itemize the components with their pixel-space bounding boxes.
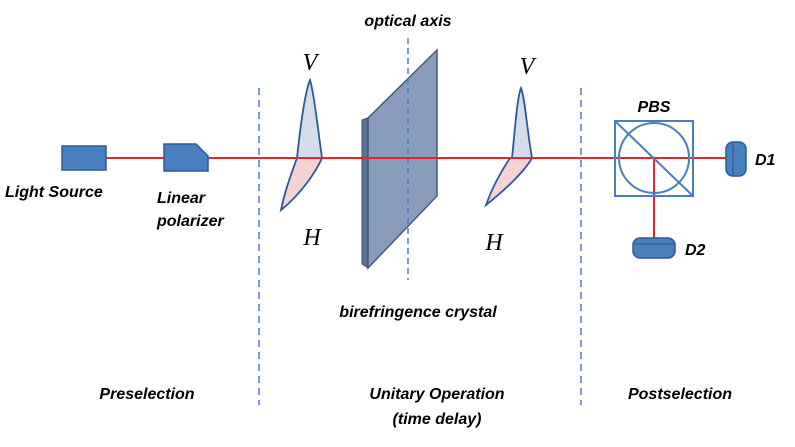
section-postselection: Postselection <box>628 386 732 403</box>
label-pbs: PBS <box>638 99 671 116</box>
pbs-cube <box>614 120 694 197</box>
linear-polarizer <box>163 143 209 172</box>
label-light-source: Light Source <box>5 184 103 201</box>
v-pulse-right <box>510 85 534 159</box>
detector-d2 <box>632 237 676 259</box>
label-v-left: V <box>303 50 320 76</box>
label-d1: D1 <box>755 152 776 169</box>
light-source <box>61 145 107 171</box>
h-pulse-left <box>279 157 324 213</box>
label-d2: D2 <box>685 242 706 259</box>
label-h-left: H <box>302 225 322 251</box>
label-polarizer: polarizer <box>156 213 224 230</box>
label-crystal: birefringence crystal <box>339 304 497 321</box>
section-preselection: Preselection <box>99 386 194 403</box>
section-unitary: Unitary Operation <box>369 386 504 403</box>
crystal-side <box>361 117 369 269</box>
label-optical-axis: optical axis <box>364 13 451 30</box>
label-h-right: H <box>484 230 504 256</box>
label-linear: Linear <box>157 190 206 207</box>
detector-d1 <box>725 141 747 177</box>
label-v-right: V <box>520 54 537 80</box>
v-pulse-left <box>295 77 324 159</box>
h-pulse-right <box>484 157 534 208</box>
section-time-delay: (time delay) <box>393 411 482 428</box>
